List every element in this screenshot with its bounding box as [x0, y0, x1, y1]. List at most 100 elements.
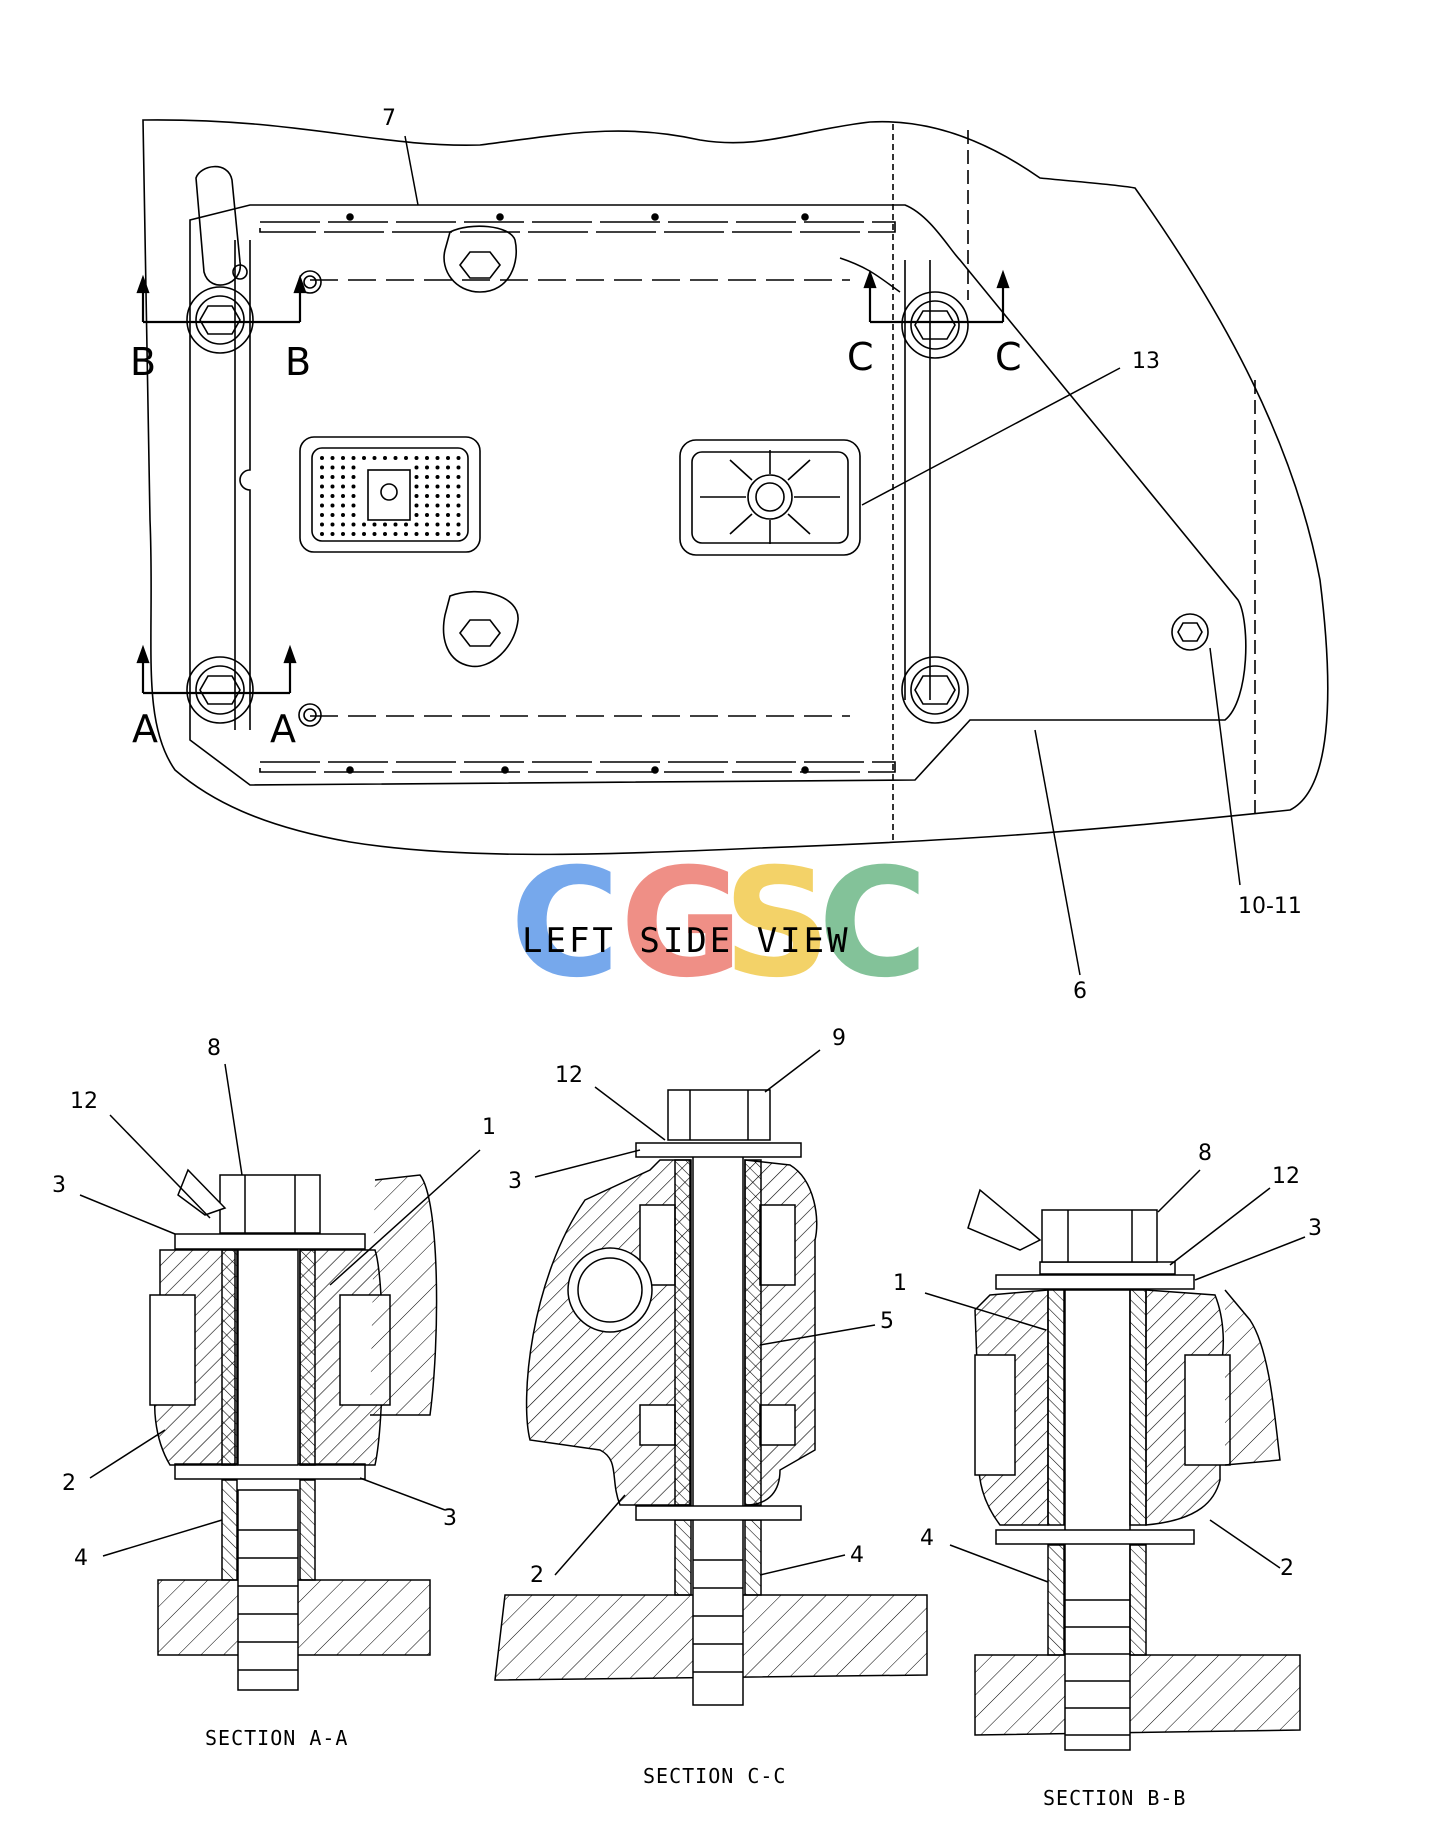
watermark-letter-1: C: [510, 837, 620, 1011]
connector-pin: [425, 494, 429, 498]
connector-pin: [446, 494, 450, 498]
section-cc: [494, 1049, 928, 1706]
connector-pin: [456, 456, 461, 460]
connector-pin: [320, 475, 324, 479]
connector-pin: [435, 532, 440, 536]
connector-pin: [341, 503, 345, 508]
bb-callout-8: 8: [1198, 1141, 1212, 1166]
section-cc-caption: SECTION C-C: [643, 1764, 786, 1788]
cc-callout-9: 9: [832, 1026, 846, 1051]
connector-pin: [456, 475, 461, 479]
connector-pin: [435, 513, 440, 517]
connector-pin: [341, 522, 345, 527]
ecm-mounting-plate: [189, 204, 1247, 786]
connector-pin: [330, 532, 335, 536]
connector-pin: [351, 494, 356, 498]
cc-callout-5: 5: [880, 1309, 894, 1334]
bb-callout-4: 4: [920, 1526, 934, 1551]
isolator-mount-b: [186, 286, 254, 354]
ground-strap: [195, 165, 241, 286]
aa-callout-2: 2: [62, 1471, 76, 1496]
connector-pin: [362, 522, 366, 527]
connector-pin: [351, 465, 356, 470]
aa-callout-1: 1: [482, 1115, 496, 1140]
isolator-mount-c: [901, 291, 969, 359]
boss-bottom: [442, 590, 519, 668]
aa-callout-3-bottom: 3: [443, 1506, 457, 1531]
connector-pin: [414, 513, 419, 517]
watermark-letter-4: C: [818, 837, 928, 1011]
section-marker-a-right: A: [270, 707, 296, 751]
connector-pin: [362, 456, 366, 460]
main-leaders: [404, 135, 1241, 976]
connector-pin: [414, 503, 419, 508]
connector-pin: [425, 456, 429, 460]
connector-pin: [456, 494, 461, 498]
connector-pin: [446, 456, 450, 460]
callout-6: 6: [1073, 979, 1087, 1004]
connector-pin: [351, 532, 356, 536]
connector-pin: [330, 522, 335, 527]
connector-pin: [320, 513, 324, 517]
connector-pin: [330, 503, 335, 508]
connector-pin: [414, 465, 419, 470]
connector-pin: [351, 484, 356, 489]
connector-pin: [435, 465, 440, 470]
left-side-view: [136, 119, 1329, 976]
section-marker-b-left: B: [130, 340, 156, 384]
section-marker-c-left: C: [847, 335, 874, 379]
connector-pins: [320, 456, 461, 536]
connector-pin: [425, 465, 429, 470]
section-marker-a-left: A: [132, 707, 158, 751]
connector-pin: [330, 513, 335, 517]
callout-10-11: 10-11: [1238, 894, 1302, 919]
connector-pin: [414, 532, 419, 536]
connector-pin: [320, 503, 324, 508]
connector-pin: [414, 494, 419, 498]
boss-top: [443, 225, 517, 293]
connector-pin: [414, 522, 419, 527]
section-aa-caption: SECTION A-A: [205, 1726, 348, 1750]
connector-pin: [351, 522, 356, 527]
connector-pin: [435, 494, 440, 498]
section-bb: [924, 1169, 1306, 1751]
section-cut-b: [136, 274, 307, 324]
connector-pin: [425, 484, 429, 489]
connector-pin: [393, 456, 398, 460]
connector-pin: [351, 513, 356, 517]
connector-pin: [330, 475, 335, 479]
connector-pin: [425, 522, 429, 527]
connector-pin: [341, 465, 345, 470]
connector-pin: [341, 456, 345, 460]
bb-callout-12: 12: [1272, 1164, 1300, 1189]
section-cut-c: [863, 269, 1010, 324]
section-marker-c-right: C: [995, 335, 1022, 379]
engine-outline: [142, 119, 1329, 856]
cc-callout-3: 3: [508, 1169, 522, 1194]
callout-7: 7: [382, 106, 396, 131]
connector-pin: [341, 475, 345, 479]
plate-rivets: [346, 213, 809, 774]
connector-pin: [456, 503, 461, 508]
connector-pin: [404, 532, 408, 536]
callout-13: 13: [1132, 349, 1160, 374]
connector-pin: [456, 484, 461, 489]
connector-pin: [446, 484, 450, 489]
connector-pin: [456, 522, 461, 527]
connector-pin: [320, 532, 324, 536]
connector-pin: [320, 522, 324, 527]
connector-pin: [435, 503, 440, 508]
connector-pin: [414, 456, 419, 460]
section-marker-b-right: B: [285, 340, 311, 384]
connector-pin: [446, 522, 450, 527]
connector-pin: [435, 475, 440, 479]
connector-pin: [404, 522, 408, 527]
connector-pin: [320, 484, 324, 489]
connector-pin: [425, 503, 429, 508]
cc-callout-2: 2: [530, 1563, 544, 1588]
connector-pin: [320, 465, 324, 470]
ecm-connector: [299, 436, 481, 553]
bb-callout-1: 1: [893, 1271, 907, 1296]
connector-pin: [320, 494, 324, 498]
